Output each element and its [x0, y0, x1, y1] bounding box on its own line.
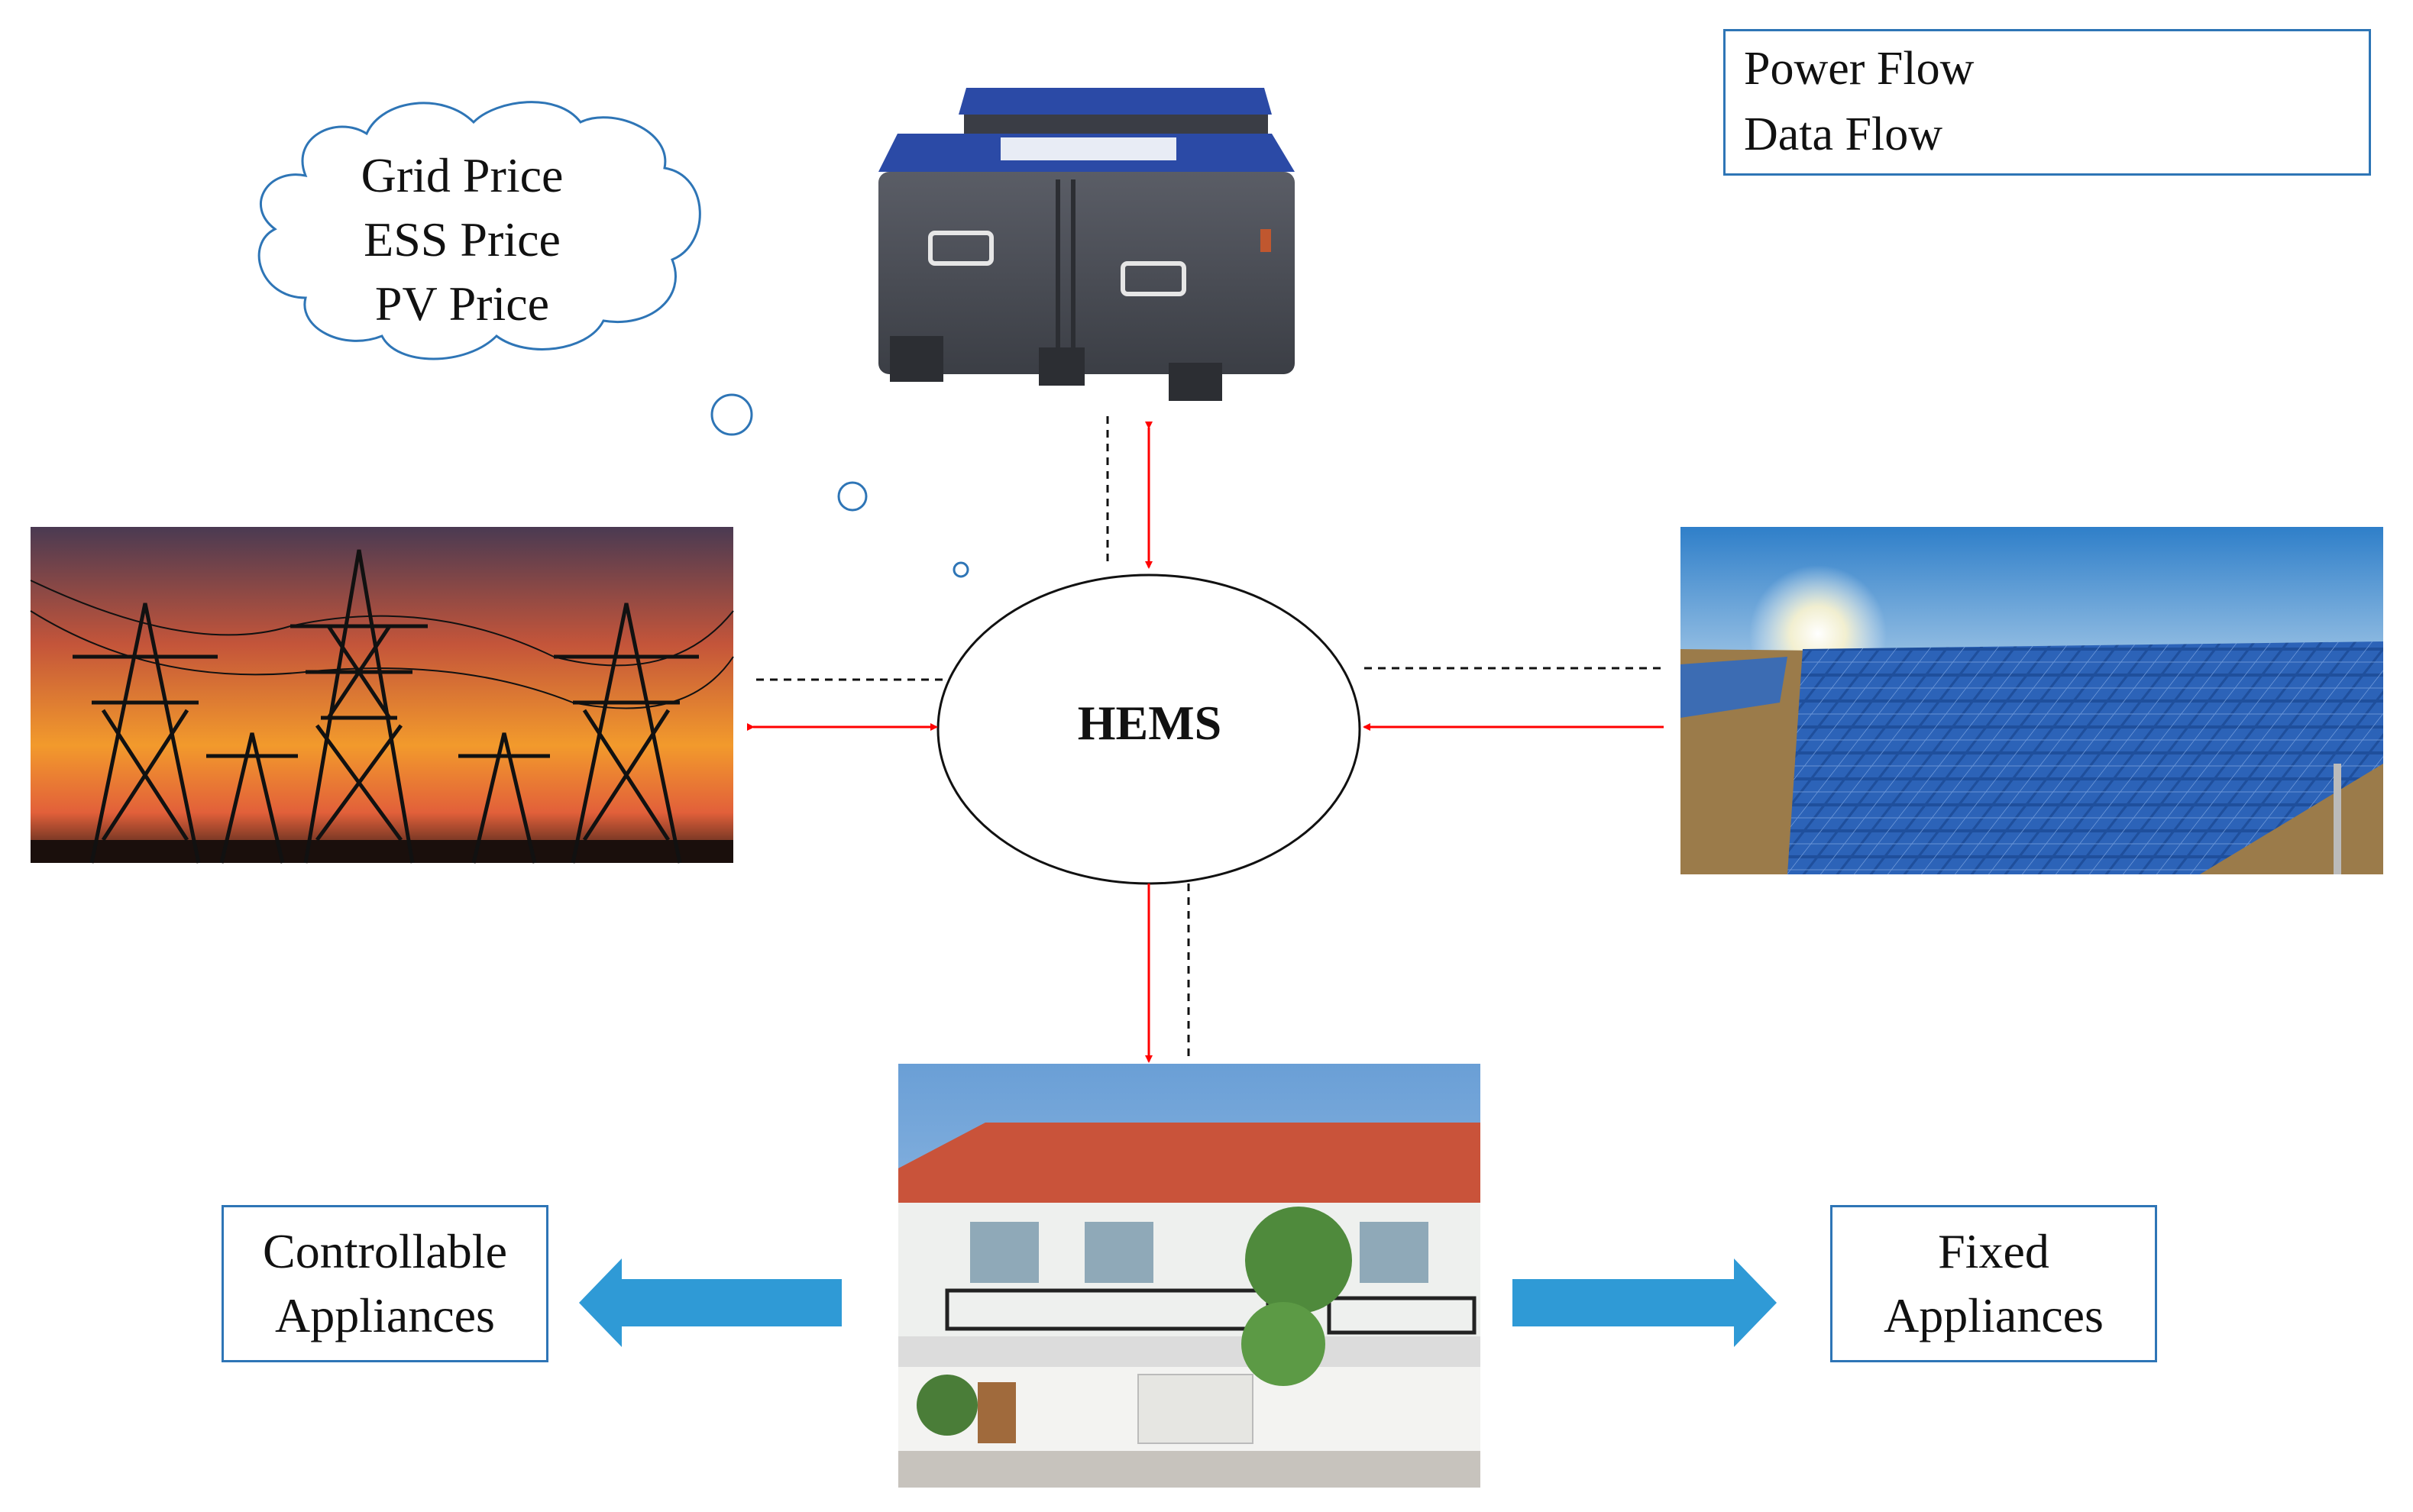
price-thought-cloud: [257, 101, 701, 360]
battery-storage-image: [878, 88, 1295, 401]
thought-bubble-small: [953, 561, 969, 578]
cloud-line-ess-price: ESS Price: [364, 212, 561, 267]
power-grid-towers-image: [30, 527, 734, 864]
cloud-line-pv-price: PV Price: [374, 276, 550, 331]
thought-bubble-large: [710, 393, 753, 436]
legend-data-flow-label: Data Flow: [1744, 108, 1943, 160]
controllable-appliances-line1: Controllable: [263, 1224, 507, 1278]
legend: Power Flow Data Flow: [1723, 29, 2371, 176]
fixed-appliances-box: Fixed Appliances: [1830, 1205, 2157, 1362]
legend-power-flow-label: Power Flow: [1744, 43, 1975, 95]
data-flow-lines: [756, 416, 1662, 1061]
solar-panels-image: [1680, 527, 2383, 874]
fixed-appliances-line1: Fixed: [1938, 1224, 2049, 1278]
hems-label: HEMS: [1077, 696, 1222, 750]
fixed-appliances-line2: Appliances: [1884, 1288, 2104, 1342]
thought-bubble-medium: [837, 481, 868, 512]
arrow-to-controllable-appliances: [579, 1258, 842, 1347]
controllable-appliances-box: Controllable Appliances: [222, 1205, 548, 1362]
power-flow-arrows: [747, 422, 1664, 1063]
price-cloud-text: Grid Price ESS Price PV Price: [290, 144, 634, 336]
residential-house-image: [898, 1064, 1480, 1488]
arrow-to-fixed-appliances: [1512, 1258, 1777, 1347]
controllable-appliances-line2: Appliances: [275, 1288, 495, 1342]
cloud-line-grid-price: Grid Price: [361, 148, 564, 202]
